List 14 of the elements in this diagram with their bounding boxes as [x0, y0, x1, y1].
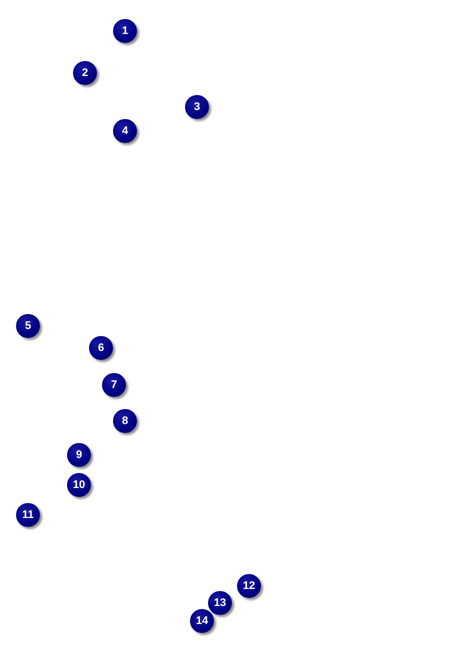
callout-number: 8 — [113, 409, 137, 433]
callout-number: 7 — [102, 373, 126, 397]
callout-number: 13 — [208, 591, 232, 615]
callout-number: 2 — [73, 61, 97, 85]
callout-number: 12 — [237, 574, 261, 598]
callout-number: 9 — [67, 443, 91, 467]
callout-number: 3 — [185, 95, 209, 119]
callout-number: 14 — [190, 609, 214, 633]
callout-number: 1 — [113, 19, 137, 43]
callout-number: 11 — [16, 503, 40, 527]
callout-number: 10 — [67, 473, 91, 497]
callout-number: 5 — [16, 314, 40, 338]
callout-number: 4 — [113, 119, 137, 143]
callout-number: 6 — [89, 336, 113, 360]
